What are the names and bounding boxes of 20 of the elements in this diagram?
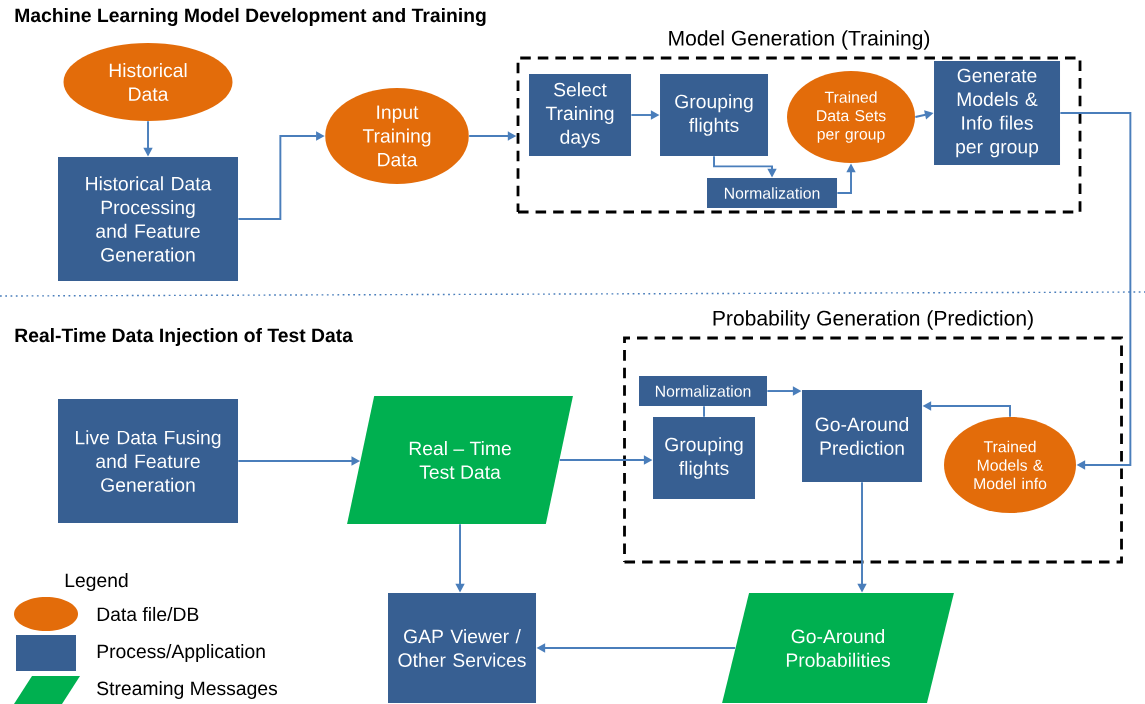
process-box: Normalization (707, 178, 837, 208)
legend-text: Streaming Messages (97, 681, 278, 699)
process-box: GAP Viewer / Other Services (388, 593, 536, 703)
legend-text: Process/Application (97, 644, 265, 662)
process-box: Grouping flights (660, 74, 768, 156)
process-box: Select Training days (529, 74, 631, 156)
process-box: Go-Around Prediction (802, 390, 922, 482)
process-box: Historical Data Processing and Feature Generation (58, 157, 238, 281)
legend-heading: Legend (65, 573, 128, 591)
section-heading: Real-Time Data Injection of Test Data (15, 328, 353, 346)
process-box: Live Data Fusing and Feature Generation (58, 399, 238, 523)
node-label: Probability Generation (Prediction) (713, 310, 1033, 330)
process-box: Grouping flights (653, 417, 755, 499)
process-box: Generate Models & Info files per group (934, 61, 1060, 165)
stream-parallelogram: Go-Around Probabilities (722, 593, 954, 703)
process-box: Normalization (639, 376, 767, 406)
node-label: Model Generation (Training) (669, 30, 930, 50)
stream-parallelogram: Real – Time Test Data (347, 396, 573, 524)
legend-text: Data file/DB (97, 606, 199, 622)
arrow (1059, 112, 1132, 470)
